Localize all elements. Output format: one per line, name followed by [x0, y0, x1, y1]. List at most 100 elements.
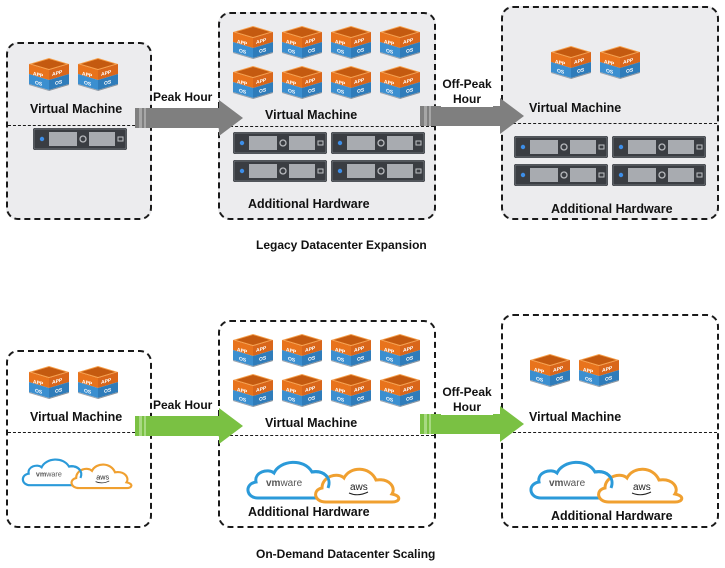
rack-server-icon — [331, 160, 425, 182]
svg-text:APP: APP — [101, 377, 112, 386]
svg-text:APP: APP — [335, 79, 346, 88]
svg-text:OS: OS — [406, 47, 414, 55]
svg-text:OS: OS — [337, 356, 345, 364]
vm-hw-divider — [220, 126, 434, 127]
svg-text:APP: APP — [256, 77, 267, 86]
svg-text:OS: OS — [104, 79, 112, 87]
legacy-after-vm-label: Virtual Machine — [529, 101, 622, 115]
vm-cube-icon: APP APP OS OS — [280, 24, 324, 60]
rack-server-icon — [514, 136, 608, 158]
ondemand-peak-vm-label: Virtual Machine — [265, 416, 358, 430]
ondemand-offpeak-arrow-label: Off-Peak Hour — [441, 385, 493, 415]
svg-text:OS: OS — [308, 395, 316, 403]
vm-cube-icon: APP APP OS OS — [231, 24, 275, 60]
svg-text:OS: OS — [239, 396, 247, 404]
vm-cube-icon: APP APP OS OS — [378, 332, 422, 368]
legacy-offpeak-arrow-label: Off-Peak Hour — [441, 77, 493, 107]
svg-text:OS: OS — [259, 47, 267, 55]
vm-cube-icon: APP APP OS OS — [329, 24, 373, 60]
ondemand-after-vm-label: Virtual Machine — [529, 410, 622, 424]
vm-hw-divider — [8, 432, 150, 433]
svg-text:OS: OS — [357, 47, 365, 55]
vm-cube-icon: APP APP OS OS — [76, 56, 120, 92]
vm-cube-icon: APP APP OS OS — [280, 64, 324, 100]
svg-text:APP: APP — [286, 79, 297, 88]
vm-cube-icon: APP APP OS OS — [577, 352, 621, 388]
svg-text:OS: OS — [55, 79, 63, 87]
vm-cube-icon: APP APP OS OS — [27, 364, 71, 400]
vm-cube-icon: APP APP OS OS — [378, 64, 422, 100]
rack-server-icon — [331, 132, 425, 154]
svg-text:APP: APP — [52, 69, 63, 78]
ondemand-peak-hw-label: Additional Hardware — [248, 505, 370, 519]
ondemand-peak-arrow-label: Peak Hour — [153, 398, 213, 413]
svg-text:OS: OS — [288, 48, 296, 56]
svg-text:OS: OS — [35, 80, 43, 88]
svg-text:OS: OS — [288, 88, 296, 96]
svg-text:OS: OS — [288, 396, 296, 404]
svg-text:vmware: vmware — [36, 470, 62, 479]
rack-server-icon — [612, 136, 706, 158]
vm-cube-icon: APP APP OS OS — [280, 372, 324, 408]
svg-text:APP: APP — [623, 57, 634, 66]
svg-text:OS: OS — [606, 68, 614, 76]
svg-text:APP: APP — [403, 37, 414, 46]
svg-text:OS: OS — [386, 356, 394, 364]
svg-text:APP: APP — [82, 379, 93, 388]
svg-text:APP: APP — [335, 347, 346, 356]
svg-text:OS: OS — [357, 395, 365, 403]
vm-cube-icon: APP APP OS OS — [528, 352, 572, 388]
svg-text:APP: APP — [82, 71, 93, 80]
rack-server-icon — [233, 132, 327, 154]
svg-text:OS: OS — [626, 67, 634, 75]
svg-text:OS: OS — [406, 87, 414, 95]
svg-text:OS: OS — [239, 88, 247, 96]
svg-text:OS: OS — [259, 395, 267, 403]
svg-text:APP: APP — [384, 347, 395, 356]
ondemand-after-hw-label: Additional Hardware — [551, 509, 673, 523]
svg-text:APP: APP — [52, 377, 63, 386]
vmware-aws-cloud-icon: vmware aws — [20, 455, 180, 503]
svg-text:vmware: vmware — [266, 478, 303, 489]
svg-text:OS: OS — [337, 88, 345, 96]
arrow-shape — [135, 100, 243, 136]
svg-text:OS: OS — [386, 48, 394, 56]
svg-text:APP: APP — [583, 367, 594, 376]
svg-text:APP: APP — [286, 347, 297, 356]
svg-text:OS: OS — [308, 355, 316, 363]
vmware-aws-cloud-icon: vmware aws — [527, 456, 687, 504]
svg-text:APP: APP — [305, 385, 316, 394]
ondemand-caption: On-Demand Datacenter Scaling — [256, 547, 436, 561]
svg-text:OS: OS — [585, 376, 593, 384]
svg-text:OS: OS — [337, 396, 345, 404]
svg-text:APP: APP — [354, 345, 365, 354]
vm-cube-icon: APP APP OS OS — [76, 364, 120, 400]
svg-text:OS: OS — [239, 48, 247, 56]
svg-text:OS: OS — [259, 87, 267, 95]
svg-text:APP: APP — [256, 37, 267, 46]
legacy-before-vm-label: Virtual Machine — [30, 102, 123, 116]
svg-text:APP: APP — [403, 77, 414, 86]
svg-text:OS: OS — [406, 395, 414, 403]
vm-cube-icon: APP APP OS OS — [378, 24, 422, 60]
svg-text:APP: APP — [286, 39, 297, 48]
vm-cube-icon: APP APP OS OS — [329, 64, 373, 100]
svg-text:APP: APP — [354, 77, 365, 86]
svg-text:OS: OS — [605, 375, 613, 383]
svg-text:APP: APP — [384, 39, 395, 48]
svg-text:APP: APP — [305, 77, 316, 86]
vm-cube-icon: APP APP OS OS — [329, 332, 373, 368]
svg-text:OS: OS — [84, 388, 92, 396]
svg-text:APP: APP — [237, 387, 248, 396]
svg-text:APP: APP — [101, 69, 112, 78]
svg-text:APP: APP — [534, 367, 545, 376]
legacy-peak-arrow-label: Peak Hour — [153, 90, 213, 105]
svg-text:OS: OS — [84, 80, 92, 88]
svg-text:OS: OS — [386, 396, 394, 404]
svg-text:APP: APP — [354, 385, 365, 394]
legacy-peak-arrow — [135, 100, 247, 136]
svg-text:APP: APP — [305, 345, 316, 354]
svg-text:APP: APP — [403, 385, 414, 394]
svg-text:APP: APP — [237, 347, 248, 356]
vm-cube-icon: APP APP OS OS — [231, 372, 275, 408]
